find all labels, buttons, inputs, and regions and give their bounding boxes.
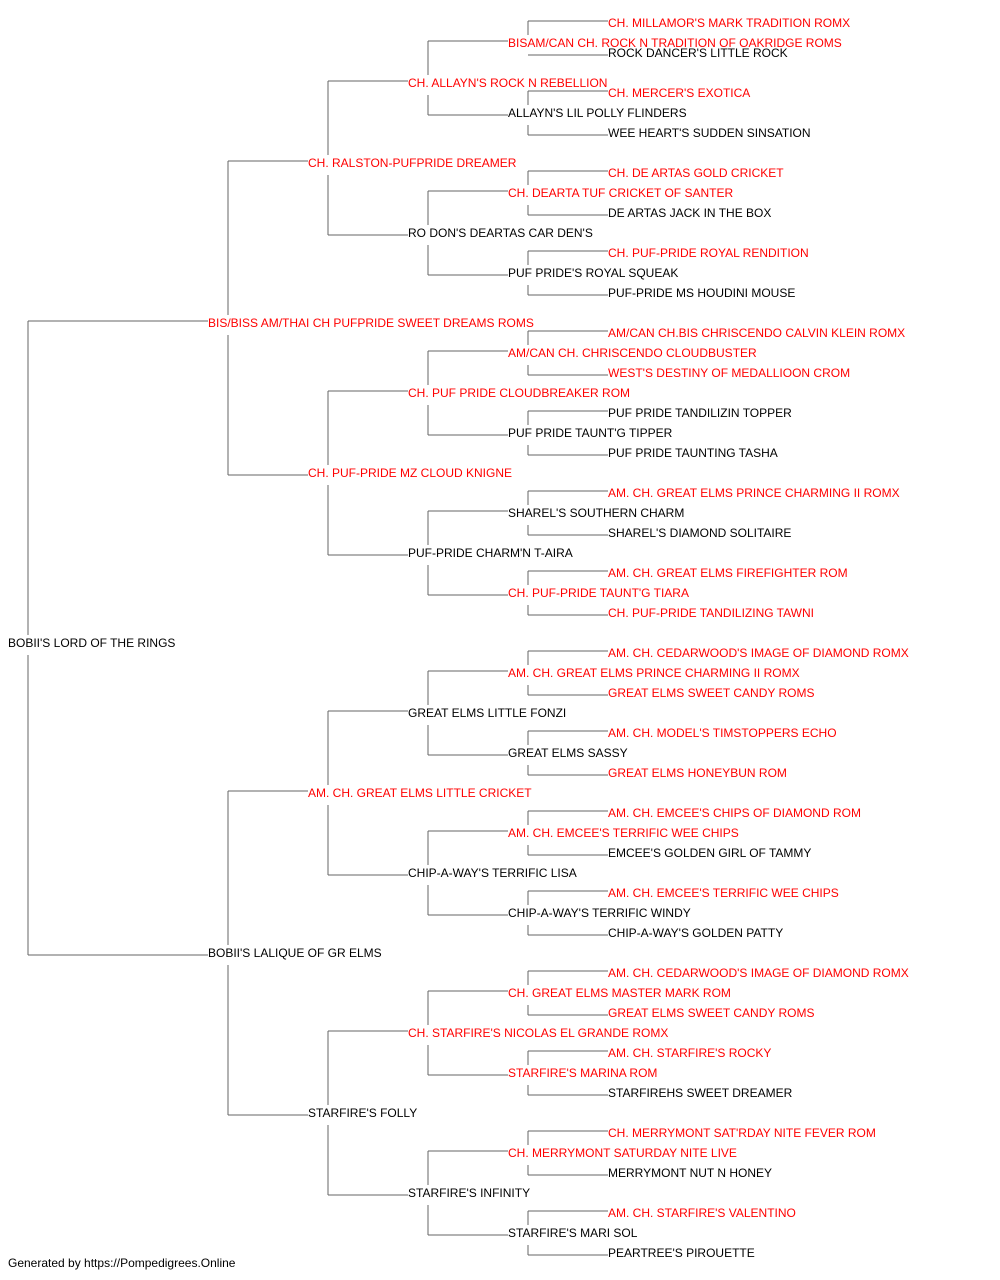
pedigree-ggg-grandparent-sire-name: AM. CH. EMCEE'S TERRIFIC WEE CHIPS: [608, 886, 839, 900]
footer-credit: Generated by https://Pompedigrees.Online: [8, 1256, 236, 1270]
pedigree-ggg-grandparent-dam-name: CH. PUF-PRIDE TANDILIZING TAWNI: [608, 606, 814, 620]
pedigree-ggg-grandparent-dam-name: GREAT ELMS SWEET CANDY ROMS: [608, 686, 814, 700]
pedigree-great-grandparent-sire-name: GREAT ELMS LITTLE FONZI: [408, 706, 566, 720]
pedigree-gg-grandparent-sire-name: CH. GREAT ELMS MASTER MARK ROM: [508, 986, 731, 1000]
pedigree-grandparent-sire-name: AM. CH. GREAT ELMS LITTLE CRICKET: [308, 786, 532, 800]
pedigree-ggg-grandparent-dam-name: GREAT ELMS HONEYBUN ROM: [608, 766, 787, 780]
pedigree-ggg-grandparent-sire-name: PUF PRIDE TANDILIZIN TOPPER: [608, 406, 792, 420]
pedigree-gg-grandparent-dam-name: GREAT ELMS SASSY: [508, 746, 628, 760]
pedigree-ggg-grandparent-sire-name: AM/CAN CH.BIS CHRISCENDO CALVIN KLEIN RO…: [608, 326, 905, 340]
pedigree-ggg-grandparent-sire-name: AM. CH. STARFIRE'S ROCKY: [608, 1046, 771, 1060]
pedigree-ggg-grandparent-sire-name: CH. MERRYMONT SAT'RDAY NITE FEVER ROM: [608, 1126, 876, 1140]
pedigree-great-grandparent-sire-name: CH. STARFIRE'S NICOLAS EL GRANDE ROMX: [408, 1026, 668, 1040]
pedigree-gg-grandparent-sire-name: BISAM/CAN CH. ROCK N TRADITION OF OAKRID…: [508, 36, 842, 50]
pedigree-parent-dam-name: BOBII'S LALIQUE OF GR ELMS: [208, 946, 382, 960]
pedigree-gg-grandparent-dam-name: CH. PUF-PRIDE TAUNT'G TIARA: [508, 586, 689, 600]
pedigree-ggg-grandparent-dam-name: CHIP-A-WAY'S GOLDEN PATTY: [608, 926, 783, 940]
pedigree-connectors: [27, 20, 608, 1256]
pedigree-ggg-grandparent-sire-name: AM. CH. EMCEE'S CHIPS OF DIAMOND ROM: [608, 806, 861, 820]
pedigree-ggg-grandparent-dam-name: ROCK DANCER'S LITTLE ROCK: [608, 46, 788, 60]
pedigree-gg-grandparent-sire-name: AM/CAN CH. CHRISCENDO CLOUDBUSTER: [508, 346, 757, 360]
pedigree-great-grandparent-dam-name: RO DON'S DEARTAS CAR DEN'S: [408, 226, 593, 240]
pedigree-ggg-grandparent-sire-name: AM. CH. MODEL'S TIMSTOPPERS ECHO: [608, 726, 837, 740]
pedigree-ggg-grandparent-sire-name: CH. DE ARTAS GOLD CRICKET: [608, 166, 784, 180]
pedigree-ggg-grandparent-dam-name: DE ARTAS JACK IN THE BOX: [608, 206, 771, 220]
pedigree-ggg-grandparent-dam-name: STARFIREHS SWEET DREAMER: [608, 1086, 793, 1100]
pedigree-ggg-grandparent-sire-name: AM. CH. CEDARWOOD'S IMAGE OF DIAMOND ROM…: [608, 966, 909, 980]
pedigree-gg-grandparent-dam-name: STARFIRE'S MARI SOL: [508, 1226, 638, 1240]
pedigree-ggg-grandparent-dam-name: WEST'S DESTINY OF MEDALLIOON CROM: [608, 366, 850, 380]
pedigree-ggg-grandparent-dam-name: PEARTREE'S PIROUETTE: [608, 1246, 755, 1260]
pedigree-gg-grandparent-sire-name: CH. DEARTA TUF CRICKET OF SANTER: [508, 186, 733, 200]
pedigree-names: BOBII'S LORD OF THE RINGS BIS/BISS AM/THA…: [8, 16, 909, 1260]
pedigree-grandparent-sire-name: CH. RALSTON-PUFPRIDE DREAMER: [308, 156, 517, 170]
pedigree-gg-grandparent-dam-name: STARFIRE'S MARINA ROM: [508, 1066, 657, 1080]
pedigree-subject-name: BOBII'S LORD OF THE RINGS: [8, 636, 175, 650]
pedigree-gg-grandparent-dam-name: PUF PRIDE'S ROYAL SQUEAK: [508, 266, 678, 280]
pedigree-ggg-grandparent-sire-name: CH. PUF-PRIDE ROYAL RENDITION: [608, 246, 809, 260]
pedigree-great-grandparent-sire-name: CH. PUF PRIDE CLOUDBREAKER ROM: [408, 386, 630, 400]
pedigree-great-grandparent-dam-name: STARFIRE'S INFINITY: [408, 1186, 530, 1200]
pedigree-ggg-grandparent-dam-name: EMCEE'S GOLDEN GIRL OF TAMMY: [608, 846, 811, 860]
pedigree-grandparent-dam-name: CH. PUF-PRIDE MZ CLOUD KNIGNE: [308, 466, 512, 480]
pedigree-ggg-grandparent-dam-name: PUF PRIDE TAUNTING TASHA: [608, 446, 778, 460]
pedigree-gg-grandparent-sire-name: CH. MERRYMONT SATURDAY NITE LIVE: [508, 1146, 737, 1160]
pedigree-ggg-grandparent-dam-name: WEE HEART'S SUDDEN SINSATION: [608, 126, 811, 140]
pedigree-gg-grandparent-sire-name: AM. CH. GREAT ELMS PRINCE CHARMING II RO…: [508, 666, 800, 680]
pedigree-ggg-grandparent-sire-name: AM. CH. CEDARWOOD'S IMAGE OF DIAMOND ROM…: [608, 646, 909, 660]
pedigree-ggg-grandparent-dam-name: GREAT ELMS SWEET CANDY ROMS: [608, 1006, 814, 1020]
pedigree-gg-grandparent-dam-name: ALLAYN'S LIL POLLY FLINDERS: [508, 106, 687, 120]
pedigree-gg-grandparent-dam-name: CHIP-A-WAY'S TERRIFIC WINDY: [508, 906, 691, 920]
pedigree-gg-grandparent-sire-name: SHAREL'S SOUTHERN CHARM: [508, 506, 684, 520]
pedigree-grandparent-dam-name: STARFIRE'S FOLLY: [308, 1106, 417, 1120]
pedigree-ggg-grandparent-dam-name: MERRYMONT NUT N HONEY: [608, 1166, 772, 1180]
pedigree-parent-sire-name: BIS/BISS AM/THAI CH PUFPRIDE SWEET DREAM…: [208, 316, 534, 330]
pedigree-ggg-grandparent-dam-name: PUF-PRIDE MS HOUDINI MOUSE: [608, 286, 795, 300]
pedigree-great-grandparent-dam-name: CHIP-A-WAY'S TERRIFIC LISA: [408, 866, 577, 880]
pedigree-ggg-grandparent-sire-name: CH. MILLAMOR'S MARK TRADITION ROMX: [608, 16, 850, 30]
pedigree-great-grandparent-dam-name: PUF-PRIDE CHARM'N T-AIRA: [408, 546, 573, 560]
pedigree-ggg-grandparent-sire-name: AM. CH. STARFIRE'S VALENTINO: [608, 1206, 796, 1220]
pedigree-ggg-grandparent-sire-name: CH. MERCER'S EXOTICA: [608, 86, 750, 100]
pedigree-gg-grandparent-dam-name: PUF PRIDE TAUNT'G TIPPER: [508, 426, 673, 440]
pedigree-ggg-grandparent-dam-name: SHAREL'S DIAMOND SOLITAIRE: [608, 526, 791, 540]
pedigree-gg-grandparent-sire-name: AM. CH. EMCEE'S TERRIFIC WEE CHIPS: [508, 826, 739, 840]
pedigree-great-grandparent-sire-name: CH. ALLAYN'S ROCK N REBELLION: [408, 76, 607, 90]
pedigree-ggg-grandparent-sire-name: AM. CH. GREAT ELMS PRINCE CHARMING II RO…: [608, 486, 900, 500]
pedigree-ggg-grandparent-sire-name: AM. CH. GREAT ELMS FIREFIGHTER ROM: [608, 566, 848, 580]
